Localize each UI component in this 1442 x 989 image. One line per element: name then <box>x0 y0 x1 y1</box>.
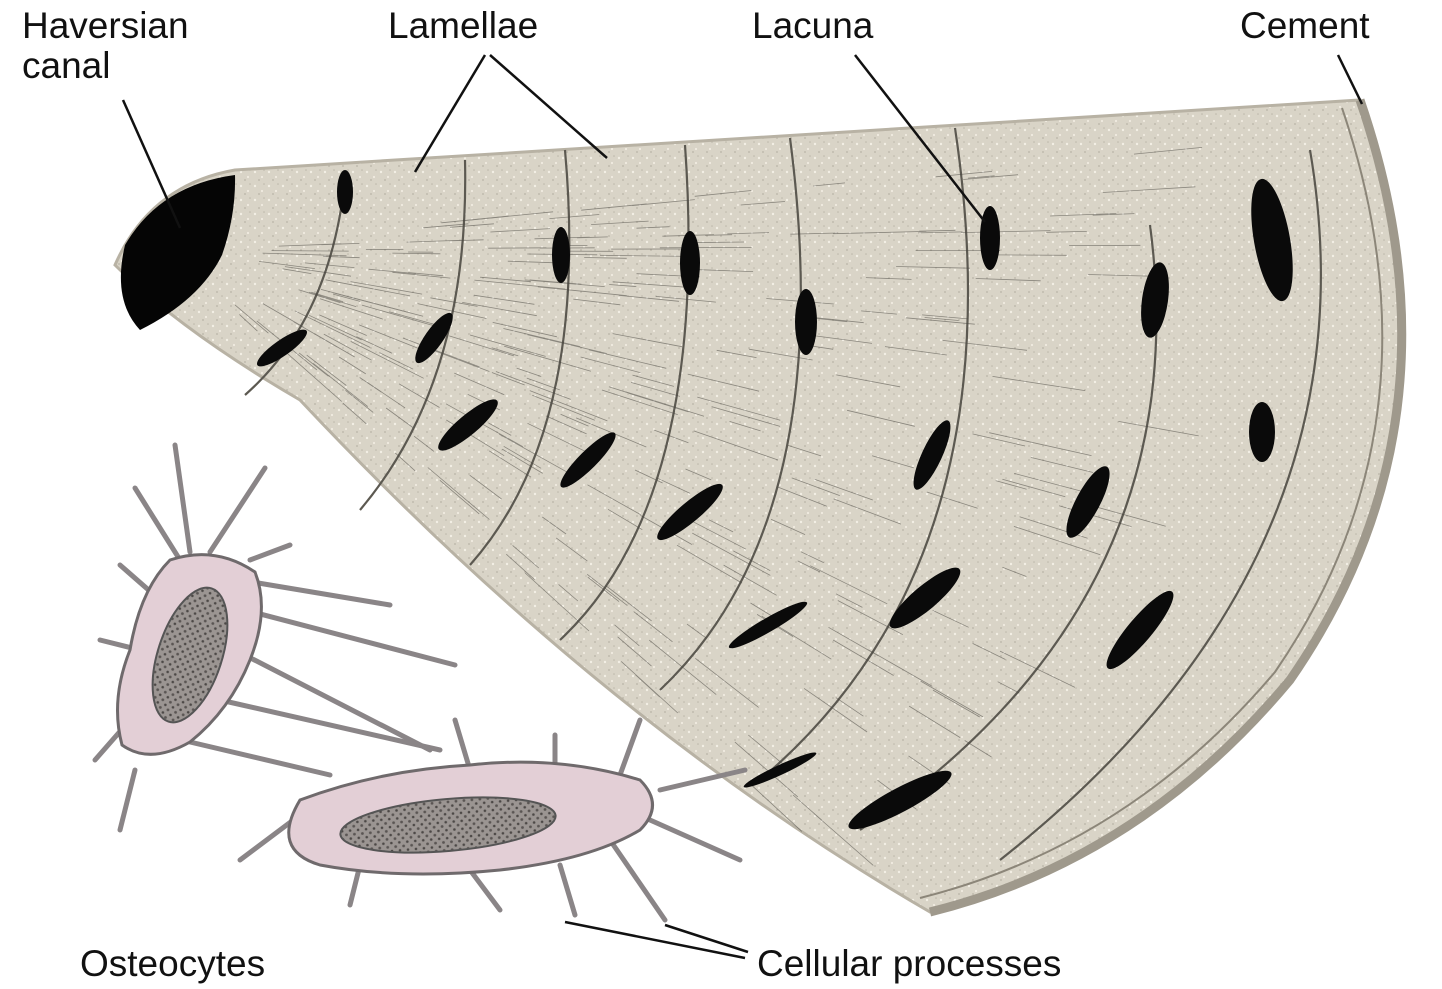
leader-processes-1 <box>565 922 745 958</box>
label-lacuna: Lacuna <box>752 6 873 46</box>
lacuna <box>680 231 700 295</box>
lacuna <box>337 170 353 214</box>
leader-cement <box>1338 55 1362 104</box>
lacuna <box>552 227 570 283</box>
lacuna <box>980 206 1000 270</box>
label-haversian-line2: canal <box>22 46 189 86</box>
label-osteocytes: Osteocytes <box>80 944 265 984</box>
leader-processes-2 <box>665 925 748 952</box>
label-haversian-canal: Haversian canal <box>22 6 189 86</box>
label-haversian-line1: Haversian <box>22 6 189 46</box>
lacuna <box>1249 402 1275 462</box>
leader-haversian-canal <box>123 100 180 228</box>
label-lamellae: Lamellae <box>388 6 538 46</box>
label-cement: Cement <box>1240 6 1370 46</box>
bone-matrix-wedge <box>115 100 1402 912</box>
lacuna <box>795 289 817 355</box>
leader-lamellae-2 <box>490 55 607 158</box>
canaliculus <box>272 251 349 252</box>
label-cellular-processes: Cellular processes <box>757 944 1061 984</box>
